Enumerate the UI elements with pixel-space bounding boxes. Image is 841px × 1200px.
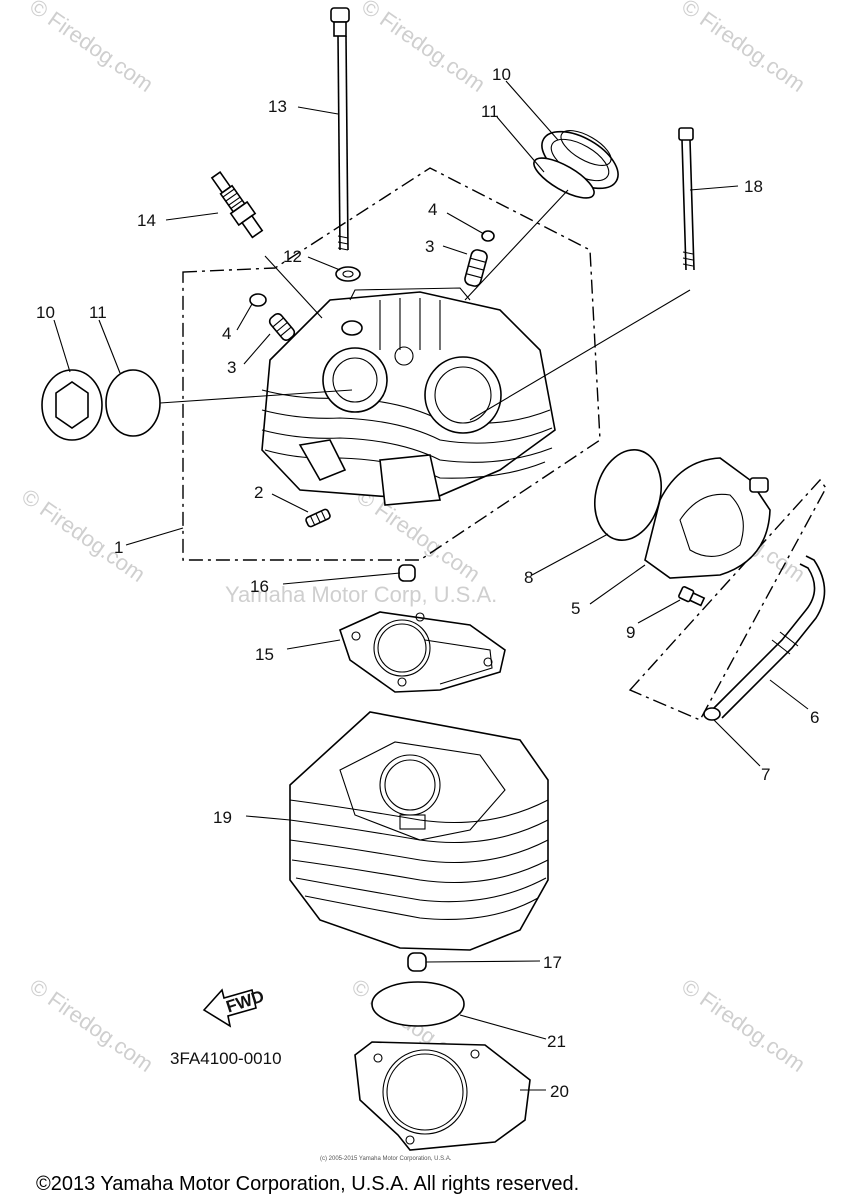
center-watermark: Yamaha Motor Corp, U.S.A. (225, 582, 497, 607)
label-11-left: 11 (89, 303, 107, 322)
diagram-code: 3FA4100-0010 (170, 1049, 282, 1068)
leader-lines (53, 80, 809, 1091)
o-ring-21 (371, 981, 465, 1027)
watermark: © Firedog.com (17, 484, 150, 587)
label-13: 13 (268, 97, 287, 116)
label-19: 19 (213, 808, 232, 827)
label-15: 15 (255, 645, 274, 664)
label-5: 5 (571, 599, 580, 618)
bolt-9 (678, 586, 706, 607)
head-gasket-15 (339, 611, 506, 693)
label-2: 2 (254, 483, 263, 502)
label-4-right: 4 (428, 200, 437, 219)
cylinder-head-1 (261, 287, 556, 506)
label-14: 14 (137, 211, 156, 230)
fwd-label: FWD (224, 987, 267, 1017)
footer-copyright: ©2013 Yamaha Motor Corporation, U.S.A. A… (36, 1173, 579, 1195)
valve-guide-3-right (464, 249, 488, 287)
label-10-left: 10 (36, 303, 55, 322)
dowel-17 (407, 952, 427, 972)
dowel-16 (398, 564, 416, 582)
spark-plug-14 (210, 171, 264, 239)
clip-4-left (249, 293, 267, 307)
watermark: © Firedog.com (25, 0, 158, 97)
label-21: 21 (547, 1032, 566, 1051)
base-gasket-20 (354, 1041, 531, 1151)
label-1: 1 (114, 538, 123, 557)
watermark: © Firedog.com (25, 974, 158, 1077)
watermark: © Firedog.com (677, 0, 810, 97)
tappet-cover-10-left (41, 369, 103, 441)
label-11-top: 11 (481, 102, 499, 121)
watermark: © Firedog.com (677, 974, 810, 1077)
bolt-18 (678, 127, 695, 271)
label-12: 12 (283, 247, 302, 266)
cylinder-19 (289, 711, 549, 951)
hose-6 (711, 555, 826, 719)
label-7: 7 (761, 765, 770, 784)
stud-2 (305, 508, 331, 528)
label-10-top: 10 (492, 65, 511, 84)
watermark: © Firedog.com (357, 0, 490, 97)
label-4-left: 4 (222, 324, 231, 343)
stud-bolt-13 (330, 7, 350, 251)
valve-guide-3-left (268, 313, 296, 341)
callout-labels: 13 14 12 4 3 4 3 10 11 18 10 11 2 1 16 1… (36, 65, 819, 1101)
label-3-left: 3 (227, 358, 236, 377)
cover-5 (644, 457, 771, 579)
label-20: 20 (550, 1082, 569, 1101)
label-18: 18 (744, 177, 763, 196)
label-6: 6 (810, 708, 819, 727)
o-ring-11-left (105, 369, 161, 437)
clip-7 (703, 707, 721, 721)
label-9: 9 (626, 623, 635, 642)
assembly-outline (182, 167, 827, 721)
small-copyright: (c) 2005-2015 Yamaha Motor Corporation, … (320, 1156, 452, 1162)
clip-4-right (481, 230, 495, 242)
label-8: 8 (524, 568, 533, 587)
label-17: 17 (543, 953, 562, 972)
forward-arrow-icon: FWD (202, 987, 267, 1028)
label-3-right: 3 (425, 237, 434, 256)
washer-12 (335, 266, 361, 282)
label-16: 16 (250, 577, 269, 596)
